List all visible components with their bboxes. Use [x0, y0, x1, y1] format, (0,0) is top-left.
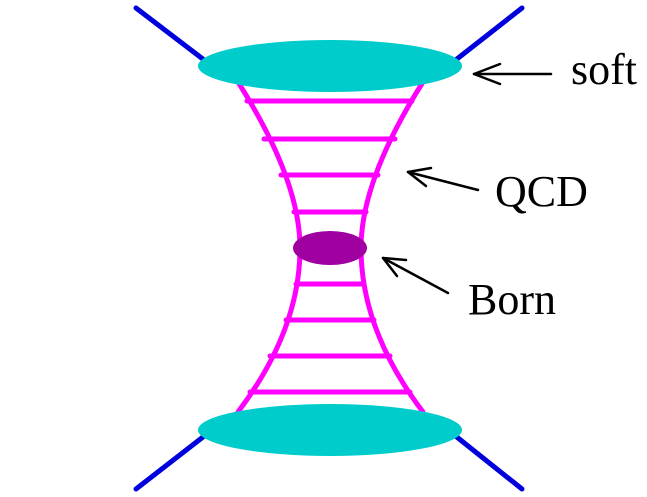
- external-line-bottom-right: [445, 427, 525, 492]
- qcd-arrow-head: [406, 166, 433, 188]
- qcd-label: QCD: [495, 167, 588, 216]
- born-label: Born: [468, 275, 556, 324]
- external-line-top-right: [445, 5, 525, 69]
- ladder-rail-left: [235, 79, 303, 415]
- soft-arrow-head: [472, 62, 502, 86]
- soft-label: soft: [571, 45, 637, 94]
- born-blob: [293, 231, 367, 265]
- soft-blob-top: [198, 40, 462, 92]
- external-lines: [133, 5, 525, 492]
- external-line-top-left: [133, 5, 215, 69]
- ladder-rail-right: [358, 79, 426, 415]
- external-line-bottom-left: [133, 427, 215, 492]
- qcd-arrow: [406, 170, 480, 192]
- born-arrow: [381, 256, 450, 295]
- soft-blob-bottom: [198, 404, 462, 456]
- born-arrow-head: [381, 256, 408, 278]
- annotation-arrows: [381, 62, 553, 295]
